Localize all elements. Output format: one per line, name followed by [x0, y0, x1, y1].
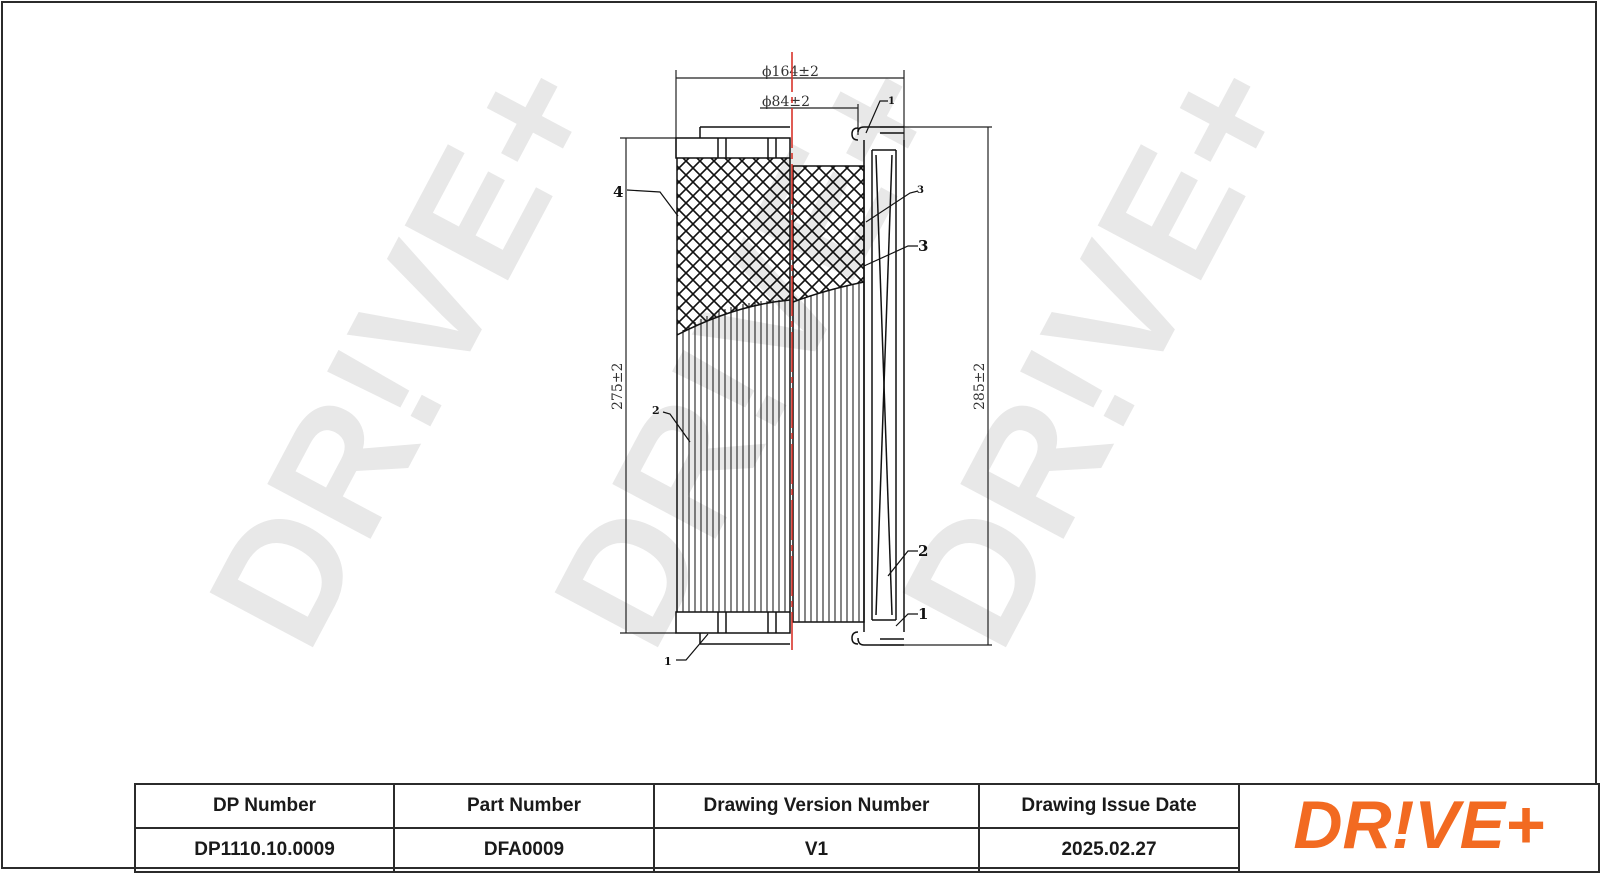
callout-2-right: 2: [918, 542, 928, 560]
brand-logo-cell: DR!VE+: [1238, 783, 1600, 873]
value-part-number: DFA0009: [393, 827, 655, 873]
brand-logo: DR!VE+: [1293, 787, 1544, 863]
brand-logo-text: DR!VE+: [1293, 790, 1544, 860]
callout-1-top: 1: [888, 96, 895, 107]
pleats-right: [798, 284, 860, 622]
mesh-right: [793, 166, 864, 302]
callout-2-left: 2: [652, 404, 660, 417]
value-drawing-version: V1: [653, 827, 980, 873]
header-drawing-issue-date: Drawing Issue Date: [978, 783, 1240, 829]
callout-1-bottom-right: 1: [918, 605, 928, 623]
inner-diameter-label: ϕ84±2: [762, 94, 810, 110]
element-height-label: 275±2: [610, 363, 626, 410]
value-dp-number: DP1110.10.0009: [134, 827, 395, 873]
value-drawing-issue-date: 2025.02.27: [978, 827, 1240, 873]
header-drawing-version: Drawing Version Number: [653, 783, 980, 829]
callout-3-upper: 3: [917, 185, 924, 196]
total-height-label: 285±2: [972, 363, 988, 410]
outer-diameter-label: ϕ164±2: [762, 64, 819, 80]
callout-leaders: [626, 100, 919, 661]
callout-4: 4: [613, 183, 623, 201]
dimension-element-height: [620, 137, 676, 634]
header-dp-number: DP Number: [134, 783, 395, 829]
pleats-left: [682, 300, 786, 612]
header-part-number: Part Number: [393, 783, 655, 829]
callout-3-lower: 3: [918, 237, 928, 255]
title-block: DP Number Part Number Drawing Version Nu…: [134, 783, 1600, 873]
callout-1-bottom-left: 1: [664, 655, 672, 668]
